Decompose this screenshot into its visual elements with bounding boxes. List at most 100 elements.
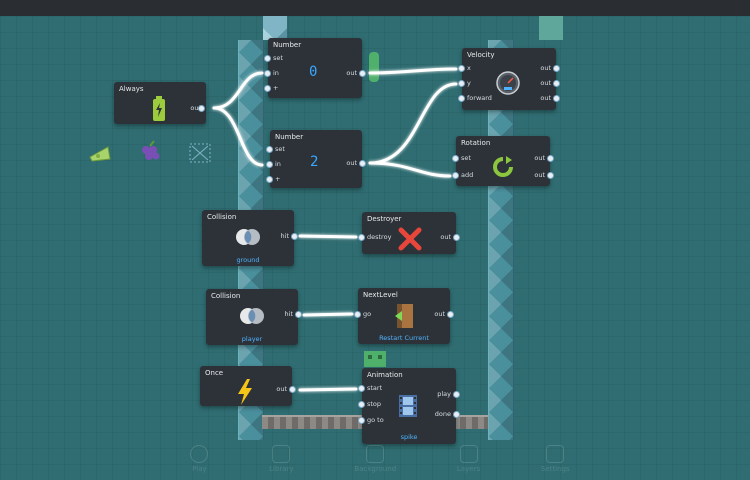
toolbar-label: Background [354,465,397,473]
port-label: in [275,160,281,168]
output-port[interactable] [453,234,460,241]
input-port[interactable] [458,80,465,87]
node-rotation[interactable]: Rotation set add out out [452,136,554,186]
node-number-2[interactable]: Number set in + 2 out [266,130,366,188]
node-caption[interactable]: Restart Current [379,334,429,342]
port-label: hit [284,310,293,318]
node-title: NextLevel [363,291,398,299]
node-title: Velocity [467,51,495,59]
port-label: out [434,310,445,318]
output-port[interactable] [553,65,560,72]
output-port[interactable] [453,391,460,398]
port-label: + [273,84,279,92]
port-label: hit [280,232,289,240]
battery-icon [153,96,165,121]
output-port[interactable] [359,160,366,167]
port-label: out [276,385,287,393]
small-player-icon[interactable] [367,50,381,88]
node-animation[interactable]: Animation start stop go to play done spi… [358,368,460,444]
node-collision-player[interactable]: Collision hit player [206,289,302,345]
input-port[interactable] [358,401,365,408]
port-label: out [346,159,357,167]
port-label: out [190,104,201,112]
port-label: set [461,154,471,162]
input-port[interactable] [358,385,365,392]
input-port[interactable] [358,234,365,241]
output-port[interactable] [453,411,460,418]
output-port[interactable] [547,155,554,162]
input-port[interactable] [358,417,365,424]
port-label: go [363,310,372,318]
input-port[interactable] [266,161,273,168]
trigger-sprite-icon[interactable] [188,142,212,168]
port-label: out [440,233,451,241]
output-port[interactable] [198,105,205,112]
node-number-0[interactable]: Number set in + 0 out [264,38,366,98]
green-robot-icon[interactable] [362,347,388,373]
node-destroyer[interactable]: Destroyer destroy out [358,212,460,254]
port-label: y [467,79,471,87]
sliders-icon [546,445,565,463]
port-label: set [273,54,283,62]
output-port[interactable] [359,70,366,77]
port-label: go to [367,416,384,424]
port-label: in [273,69,279,77]
toolbar-library[interactable]: Library [269,445,294,473]
overlap-circles-icon [240,308,264,324]
layers-icon [459,445,478,463]
port-label: out [534,171,545,179]
node-once[interactable]: Once out [200,366,296,406]
output-port[interactable] [553,80,560,87]
toolbar-settings[interactable]: Settings [541,445,570,473]
top-block-right [539,16,563,40]
node-caption[interactable]: spike [400,433,418,441]
port-label: forward [467,94,492,102]
play-icon [190,445,209,463]
toolbar-label: Settings [540,465,570,473]
node-caption[interactable]: player [241,335,263,343]
input-port[interactable] [354,311,361,318]
output-port[interactable] [289,386,296,393]
input-port[interactable] [266,146,273,153]
port-label: destroy [367,233,392,241]
node-velocity[interactable]: Velocity x y forward out out out [458,48,560,110]
toolbar-layers[interactable]: Layers [457,445,480,473]
node-next-level[interactable]: NextLevel go out Restart Current [354,288,454,344]
port-label: stop [367,400,382,408]
input-port[interactable] [458,95,465,102]
port-label: done [434,410,451,418]
node-title: Animation [367,371,403,379]
output-port[interactable] [295,311,302,318]
port-label: x [467,64,471,72]
port-label: out [540,64,551,72]
node-caption[interactable]: ground [236,256,260,264]
output-port[interactable] [547,172,554,179]
node-collision-ground[interactable]: Collision hit ground [202,210,298,266]
input-port[interactable] [458,65,465,72]
top-bar [0,0,750,16]
input-port[interactable] [264,70,271,77]
output-port[interactable] [291,233,298,240]
node-always[interactable]: Always out [114,82,206,124]
input-port[interactable] [452,172,459,179]
bottom-toolbar: Play Library Background Layers Settings [160,438,600,480]
input-port[interactable] [452,155,459,162]
input-port[interactable] [264,55,271,62]
grapes-sprite-icon[interactable] [138,140,162,168]
node-title: Once [205,369,224,377]
node-title: Collision [211,292,241,300]
cheese-sprite-icon[interactable] [88,143,112,167]
rotate-icon [493,156,513,177]
door-icon [395,304,413,328]
number-value[interactable]: 0 [309,64,318,80]
overlap-circles-icon [236,229,260,245]
output-port[interactable] [553,95,560,102]
output-port[interactable] [447,311,454,318]
node-title: Number [273,41,302,49]
input-port[interactable] [266,176,273,183]
input-port[interactable] [264,85,271,92]
toolbar-play[interactable]: Play [190,445,209,473]
number-value[interactable]: 2 [310,154,319,170]
node-title: Number [275,133,304,141]
toolbar-background[interactable]: Background [354,445,396,473]
